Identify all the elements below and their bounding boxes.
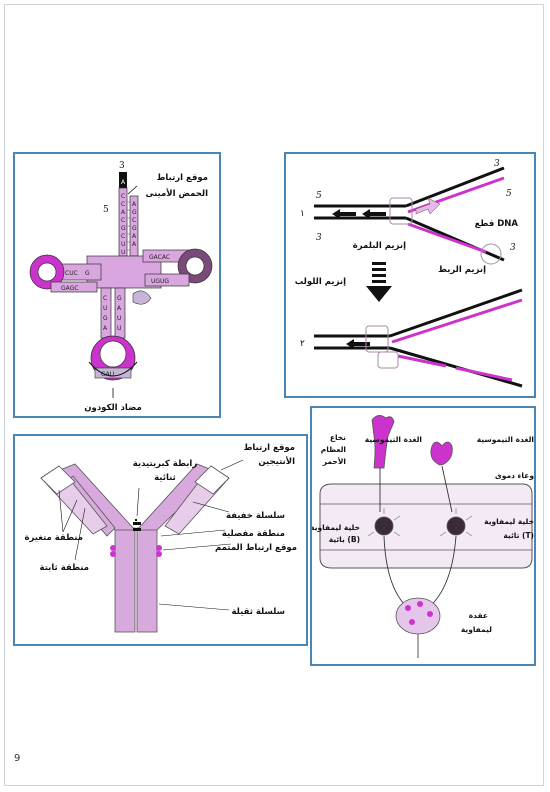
svg-text:A: A	[103, 325, 108, 332]
heavy-chain-left	[114, 527, 136, 633]
svg-text:UGUG: UGUG	[151, 278, 169, 285]
light-chain-label: سلسلة خفيفة	[226, 511, 285, 521]
svg-text:C: C	[103, 295, 107, 302]
trna-5prime: 5	[103, 205, 109, 215]
anticodon-label: مضاد الكودون	[84, 403, 141, 413]
bone-marrow-label-1: نخاع	[330, 433, 346, 442]
trna-3prime: 3	[119, 161, 125, 171]
t-lymphocyte	[446, 516, 466, 536]
svg-text:A: A	[117, 305, 122, 312]
svg-text:G: G	[132, 225, 137, 232]
bone-marrow-label-2: العظام	[321, 445, 346, 454]
disulfide-label-1: رابطة كبريتيدية	[133, 459, 198, 469]
variable-region-label: منطقة متغيرة	[24, 533, 83, 543]
svg-text:CUC: CUC	[65, 270, 78, 277]
okazaki-label: قطع DNA	[475, 219, 519, 229]
antibody-diagram: رابطة كبريتيدية ثنائية موقع ارتباط الأنت…	[24, 443, 297, 633]
fork1-3prime-top: 3	[494, 159, 500, 169]
bone-marrow	[371, 415, 395, 469]
acceptor-end	[119, 172, 127, 188]
svg-text:U: U	[103, 305, 107, 312]
fork2-label: ٢	[300, 339, 305, 349]
thymus-label-right: الغدة التيموسية	[477, 435, 534, 444]
thymus	[430, 441, 453, 466]
replication-diagram: 5 3 3 5 3 ١ قطع DNA إنزيم البلمرة إنزيم …	[295, 159, 523, 388]
heavy-chain-right	[136, 527, 158, 633]
svg-text:U: U	[117, 315, 121, 322]
page-border	[4, 4, 544, 786]
page-number: 9	[14, 753, 21, 764]
replication-fork-2	[314, 288, 523, 388]
antigen-site-label-2: الأنتيجين	[258, 456, 295, 467]
svg-text:A: A	[132, 201, 137, 208]
svg-text:G: G	[85, 270, 90, 277]
lymph-node-label-2: ليمفاوية	[461, 625, 492, 634]
svg-text:G: G	[117, 295, 122, 302]
fork1-5prime-top: 5	[506, 189, 512, 199]
transition-arrow	[366, 262, 392, 302]
trna-diagram: موقع ارتباط الحمض الأمينى 3 5 A CC AC GC…	[29, 161, 213, 413]
immune-diagram: نخاع العظام الأحمر الغدة التيموسية الغدة…	[312, 415, 534, 658]
bone-marrow-label-3: الأحمر	[322, 457, 346, 466]
b-cell-label-1: خلية ليمفاوية	[312, 523, 360, 532]
svg-text:GAU: GAU	[101, 371, 114, 378]
svg-text:U: U	[121, 241, 125, 248]
b-cell-label-2: بائية (B)	[329, 535, 360, 544]
fork1-label: ١	[300, 209, 305, 219]
ligase-label: إنزيم الربط	[438, 265, 486, 275]
constant-region-label: منطقة ثابتة	[40, 563, 89, 573]
heavy-chain-label: سلسلة ثقيلة	[232, 607, 285, 617]
trna-attach-label-2: الحمض الأمينى	[145, 188, 208, 199]
disulfide-bond	[133, 522, 141, 525]
svg-text:A: A	[121, 179, 126, 186]
svg-text:G: G	[103, 315, 108, 322]
svg-text:U: U	[117, 325, 121, 332]
complement-site-label: موقع ارتباط المتمم	[215, 543, 297, 553]
svg-text:C: C	[121, 233, 125, 240]
antigen-site-label-1: موقع ارتباط	[244, 443, 295, 453]
svg-text:A: A	[132, 241, 137, 248]
svg-text:C: C	[121, 217, 125, 224]
svg-text:U: U	[121, 249, 125, 256]
blood-vessel-label: وعاء دموى	[495, 471, 534, 480]
svg-text:G: G	[121, 225, 126, 232]
svg-text:A: A	[132, 233, 137, 240]
svg-text:GAGC: GAGC	[61, 285, 79, 292]
svg-text:C: C	[132, 217, 136, 224]
helicase-label: إنزيم اللولب	[295, 277, 346, 287]
replication-panel: 5 3 3 5 3 ١ قطع DNA إنزيم البلمرة إنزيم …	[284, 152, 536, 398]
fork1-3prime: 3	[316, 233, 322, 243]
immune-panel: نخاع العظام الأحمر الغدة التيموسية الغدة…	[310, 406, 536, 666]
t-cell-label-1: خلية ليمفاوية	[484, 517, 534, 526]
blood-vessel	[319, 483, 533, 569]
disulfide-label-2: ثنائية	[154, 473, 176, 483]
fork1-5prime: 5	[316, 191, 322, 201]
replication-fork-1	[314, 166, 505, 265]
thymus-label: الغدة التيموسية	[365, 435, 422, 444]
antibody-panel: رابطة كبريتيدية ثنائية موقع ارتباط الأنت…	[13, 434, 308, 646]
polymerase-label: إنزيم البلمرة	[353, 241, 406, 251]
hinge-region-label: منطقة مفصلية	[222, 529, 285, 539]
svg-text:A: A	[121, 209, 126, 216]
fork1-3prime-bottom: 3	[510, 243, 516, 253]
svg-text:C: C	[121, 201, 125, 208]
lymph-node-label-1: عقدة	[469, 611, 488, 620]
svg-text:GACAC: GACAC	[149, 254, 170, 261]
t-cell-label-2: تائية (T)	[503, 531, 534, 540]
b-lymphocyte	[374, 516, 394, 536]
svg-text:G: G	[132, 209, 137, 216]
svg-text:C: C	[121, 193, 125, 200]
trna-attach-label-1: موقع ارتباط	[157, 173, 208, 183]
